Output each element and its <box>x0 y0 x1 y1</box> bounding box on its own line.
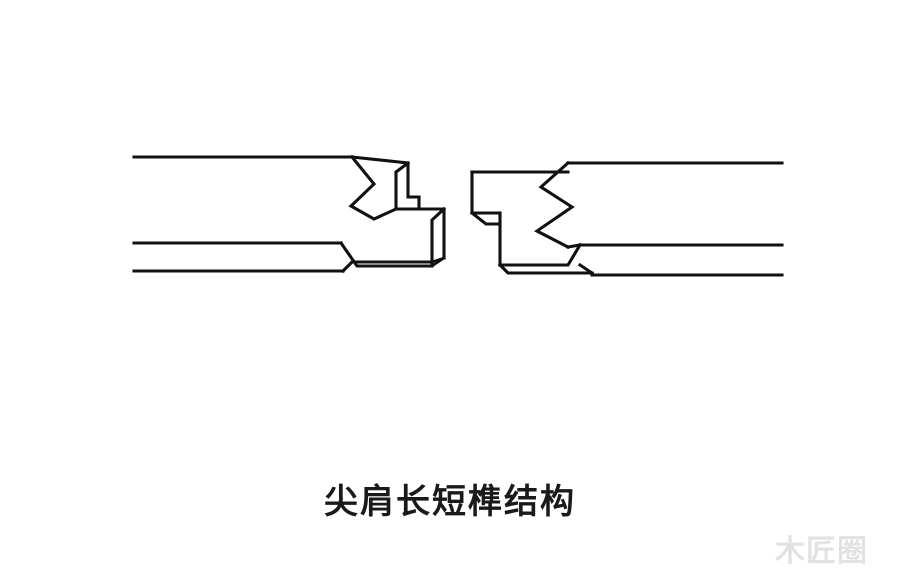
left-shoulder-step <box>340 260 434 274</box>
left-pointed-shoulder <box>348 154 399 221</box>
left-tenon-bottom-edge-return <box>430 256 446 264</box>
right-pointed-socket <box>533 160 575 250</box>
right-mortise-notch <box>469 210 502 226</box>
left-member-group <box>132 154 447 274</box>
left-lower-tenon-outline <box>417 195 446 260</box>
right-lower-step-face <box>577 262 595 276</box>
left-tenon-bottom-face <box>338 240 434 268</box>
right-mortise-floor <box>498 242 583 267</box>
watermark: 木匠圈 <box>775 534 868 569</box>
right-shoulder-step <box>497 262 594 275</box>
left-lower-tenon-bevel <box>430 206 447 268</box>
left-upper-tenon-outline <box>350 155 421 199</box>
right-member-group <box>469 160 784 277</box>
page-title: 尖肩长短榫结构 <box>324 482 576 522</box>
left-upper-tenon-bevel-top <box>394 161 410 174</box>
